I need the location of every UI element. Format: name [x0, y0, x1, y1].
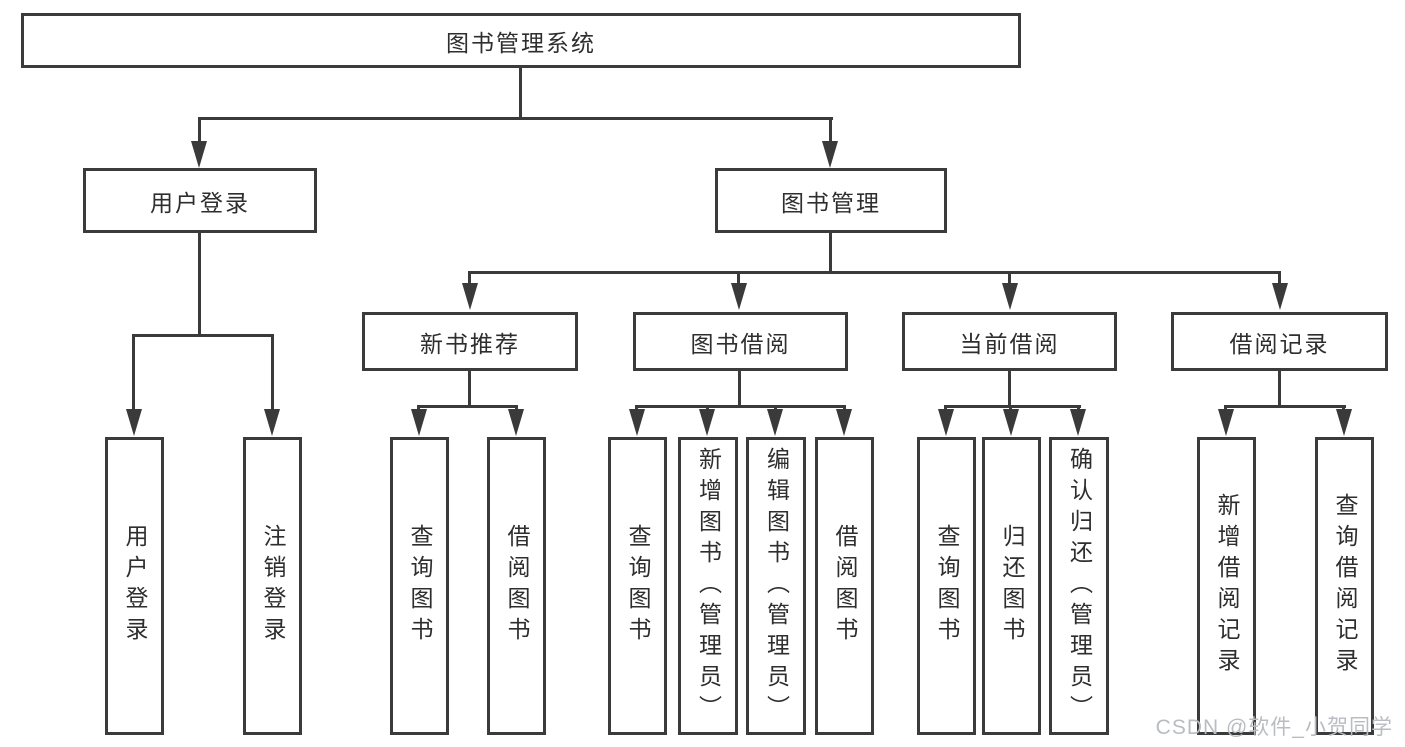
connector-line [198, 233, 201, 336]
connector-line [417, 405, 518, 408]
connector-line [132, 334, 135, 410]
node-label: 新增借阅记录 [1214, 493, 1240, 679]
connector-line [843, 405, 846, 412]
node-label: 图书管理 [781, 189, 881, 216]
connector-line [1224, 405, 1346, 408]
connector-line [1342, 405, 1345, 412]
node-label: 注销登录 [260, 524, 286, 648]
node-user-login: 用户登录 [83, 168, 317, 233]
connector-line [519, 68, 522, 119]
arrow-down-icon [508, 409, 524, 436]
node-label: 查询图书 [625, 524, 651, 648]
arrow-down-icon [822, 141, 838, 168]
node-return-book: 归还图书 [982, 437, 1041, 735]
node-label: 新增图书（管理员） [695, 446, 722, 726]
connector-line [1008, 271, 1011, 285]
arrow-down-icon [1003, 409, 1019, 436]
node-label: 借阅图书 [504, 524, 530, 648]
connector-line [468, 371, 471, 407]
arrow-down-icon [264, 409, 280, 436]
node-query-books-borrowing: 查询图书 [608, 437, 667, 735]
node-add-book-admin: 新增图书（管理员） [678, 437, 738, 735]
node-label: 新书推荐 [420, 330, 520, 357]
node-label: 用户登录 [122, 524, 148, 648]
node-label: 图书管理系统 [446, 29, 596, 56]
node-borrow-books-recommend: 借阅图书 [487, 437, 546, 735]
arrow-down-icon [1336, 409, 1352, 436]
connector-line [774, 405, 777, 412]
node-query-borrow-record: 查询借阅记录 [1315, 437, 1374, 735]
connector-line [635, 405, 638, 412]
arrow-down-icon [126, 409, 142, 436]
node-book-borrowing: 图书借阅 [633, 312, 848, 371]
connector-line [1077, 405, 1080, 412]
node-edit-book-admin: 编辑图书（管理员） [746, 437, 806, 735]
connector-line [132, 334, 274, 337]
node-book-management: 图书管理 [715, 168, 947, 233]
node-label: 归还图书 [999, 524, 1025, 648]
connector-line [1278, 271, 1281, 285]
connector-line [635, 405, 846, 408]
arrow-down-icon [629, 409, 645, 436]
node-current-borrowing: 当前借阅 [902, 312, 1117, 371]
node-borrow-books-borrowing: 借阅图书 [815, 437, 874, 735]
node-label: 确认归还（管理员） [1066, 446, 1093, 726]
arrow-down-icon [462, 283, 478, 310]
connector-line [468, 271, 471, 285]
node-label: 用户登录 [150, 189, 250, 216]
arrow-down-icon [1002, 283, 1018, 310]
arrow-down-icon [411, 409, 427, 436]
arrow-down-icon [1218, 409, 1234, 436]
connector-line [1278, 371, 1281, 407]
connector-line [1224, 405, 1227, 412]
arrow-down-icon [191, 141, 207, 168]
connector-line [1008, 371, 1011, 407]
node-add-borrow-record: 新增借阅记录 [1197, 437, 1256, 735]
connector-line [738, 371, 741, 407]
connector-line [829, 233, 832, 273]
node-label: 查询借阅记录 [1332, 493, 1358, 679]
arrow-down-icon [699, 409, 715, 436]
node-label: 当前借阅 [959, 330, 1060, 357]
node-query-books-recommend: 查询图书 [390, 437, 449, 735]
node-label: 查询图书 [934, 524, 960, 648]
connector-line [944, 405, 947, 412]
node-logout: 注销登录 [243, 437, 302, 735]
arrow-down-icon [836, 409, 852, 436]
connector-line [198, 117, 833, 120]
node-label: 查询图书 [407, 524, 433, 648]
connector-line [468, 271, 1281, 274]
connector-line [198, 117, 201, 144]
node-borrowing-records: 借阅记录 [1171, 312, 1388, 371]
arrow-down-icon [767, 409, 783, 436]
connector-line [417, 405, 420, 412]
connector-line [515, 405, 518, 412]
connector-line [829, 117, 832, 144]
arrow-down-icon [731, 283, 747, 310]
node-label: 编辑图书（管理员） [763, 446, 790, 726]
node-label: 图书借阅 [690, 330, 791, 357]
node-user-login-leaf: 用户登录 [105, 437, 164, 735]
connector-line [706, 405, 709, 412]
arrow-down-icon [938, 409, 954, 436]
arrow-down-icon [1070, 409, 1086, 436]
node-confirm-return-admin: 确认归还（管理员） [1049, 437, 1109, 735]
csdn-watermark: CSDN @软件_小贺同学 [1155, 716, 1393, 739]
node-label: 借阅记录 [1229, 330, 1330, 357]
node-new-book-recommendation: 新书推荐 [362, 312, 578, 371]
connector-line [271, 334, 274, 410]
connector-line [737, 271, 740, 285]
node-library-management-system: 图书管理系统 [21, 13, 1021, 68]
arrow-down-icon [1272, 283, 1288, 310]
node-query-books-current: 查询图书 [917, 437, 976, 735]
connector-line [944, 405, 1081, 408]
node-label: 借阅图书 [832, 524, 858, 648]
connector-line [1009, 405, 1012, 412]
